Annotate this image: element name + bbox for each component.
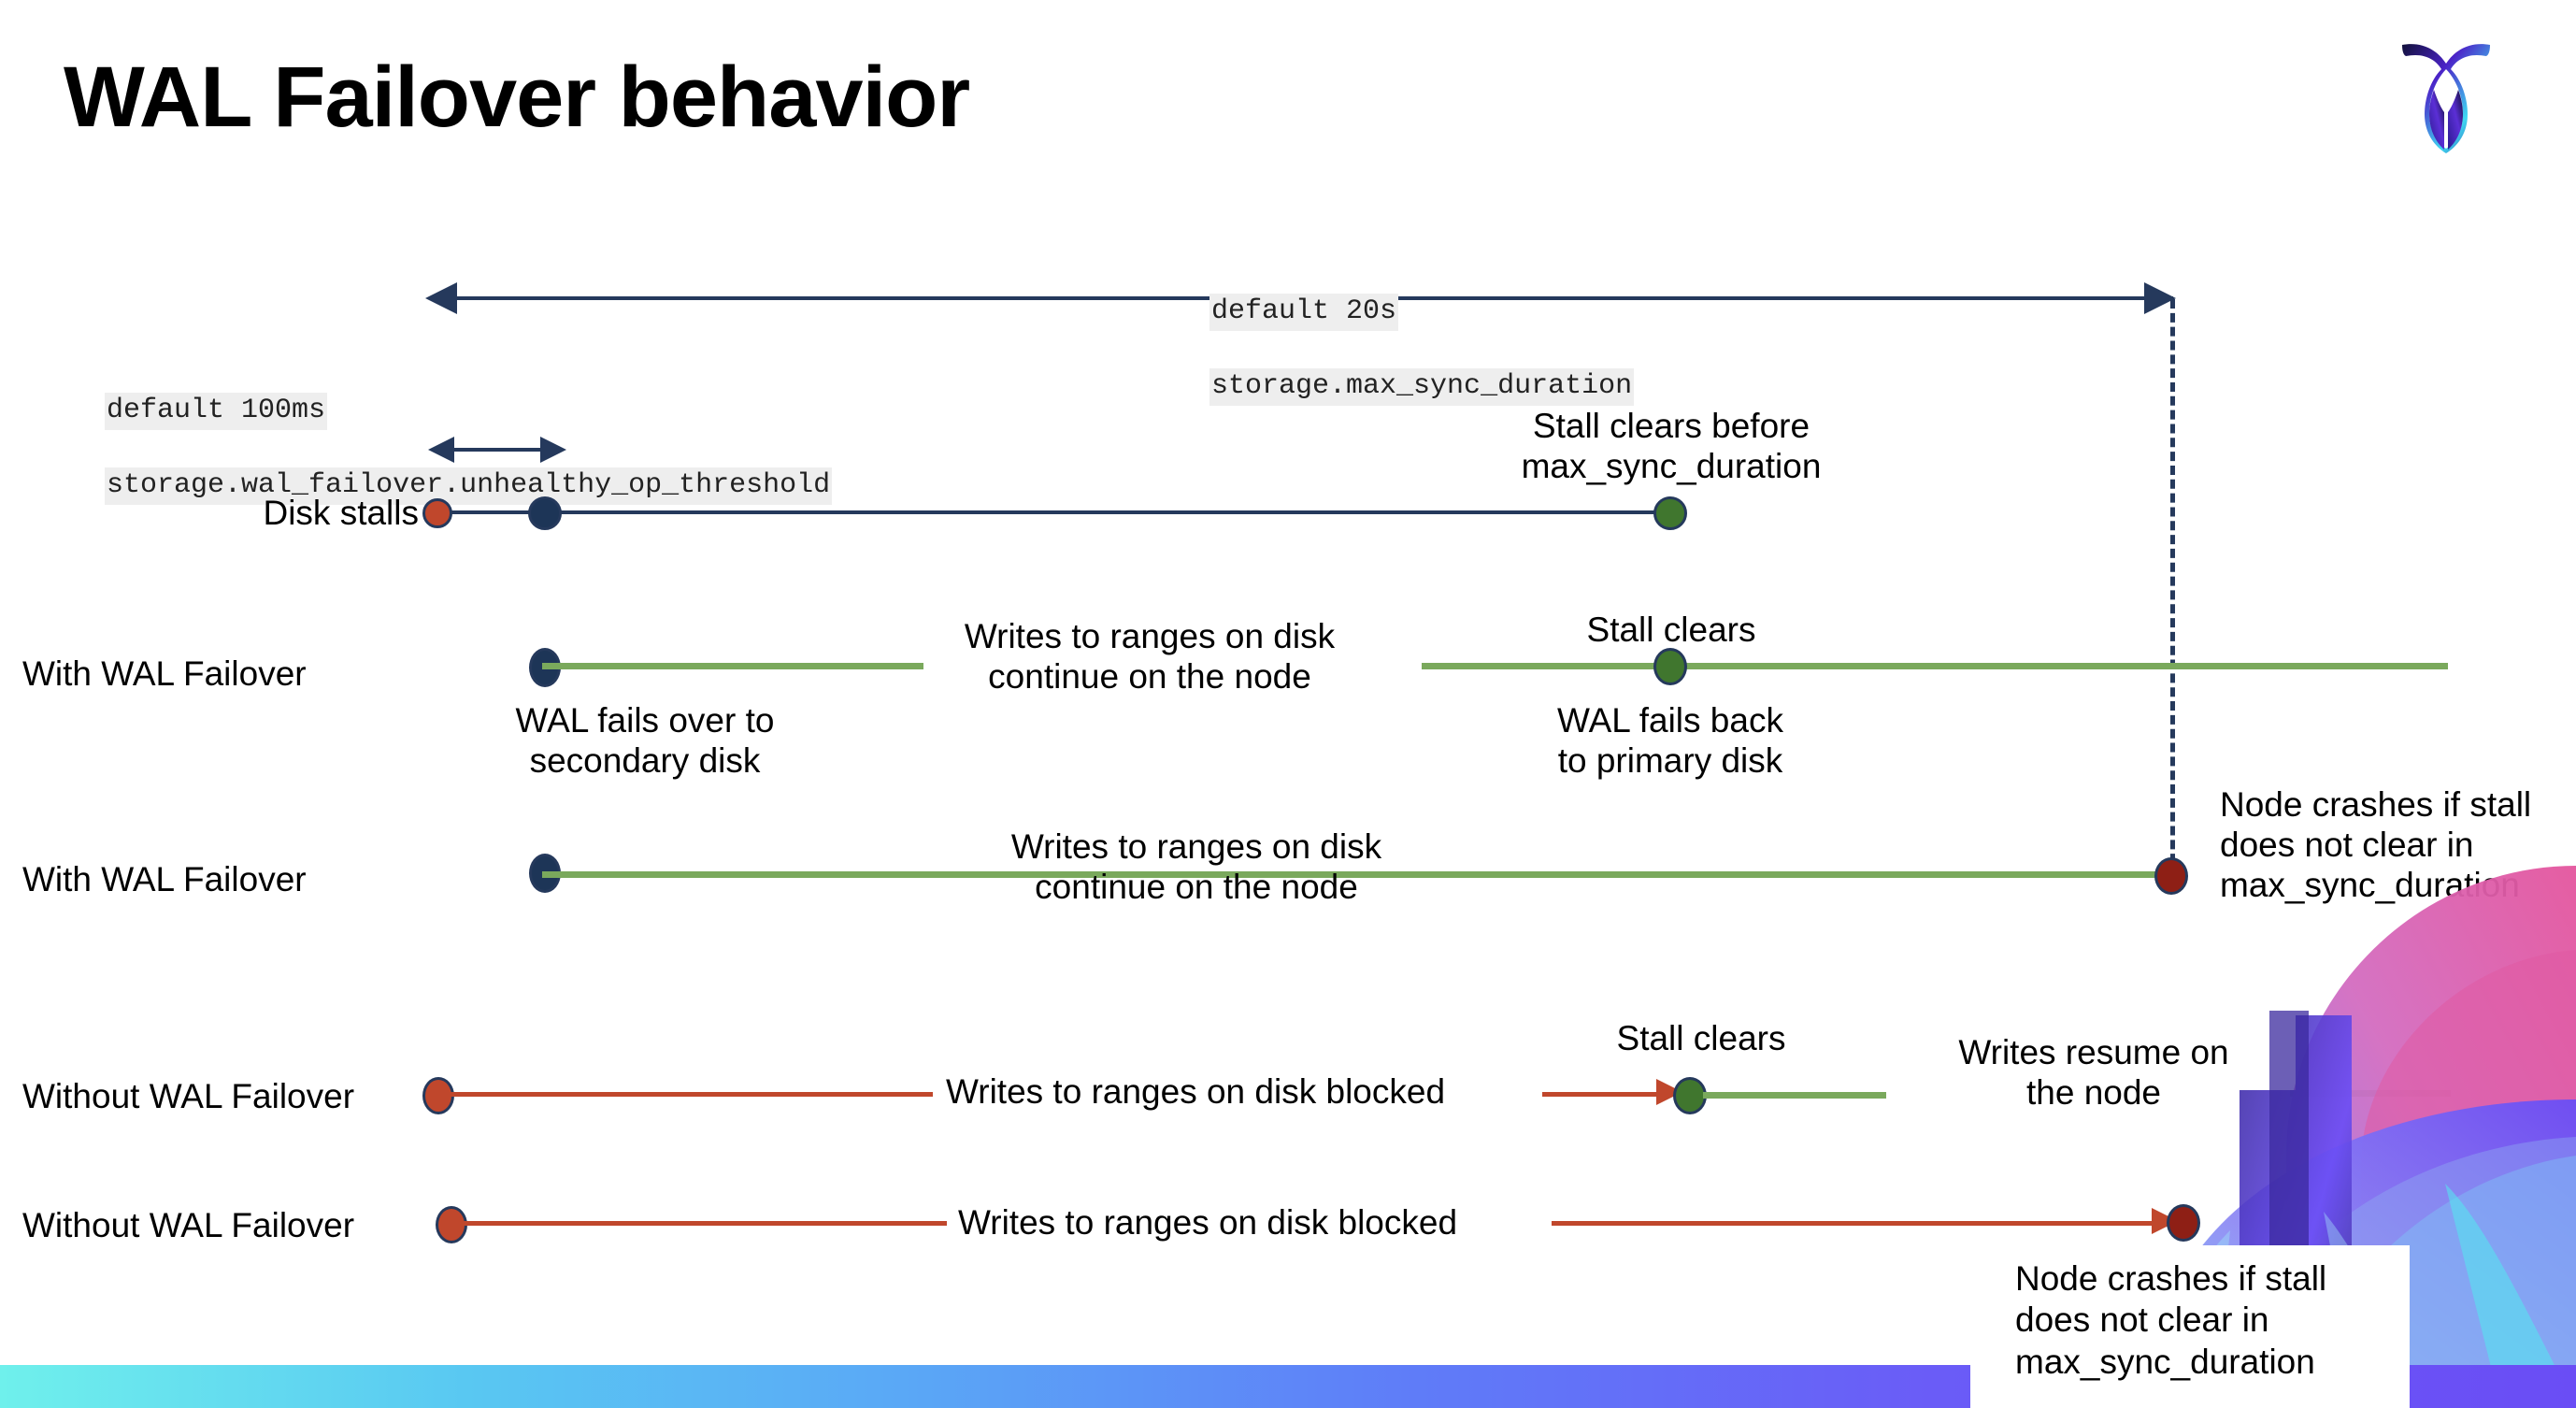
without-failover-crash-blocked-line-2: [1552, 1221, 2159, 1226]
with-failover-crash-segment-1: [542, 871, 1580, 878]
with-failover-crash-dot: [2154, 857, 2188, 895]
disk-stalls-clear-note: Stall clears before max_sync_duration: [1521, 407, 1822, 485]
disk-stall-clear-dot: [1653, 496, 1687, 530]
row-label-without-failover-crash: Without WAL Failover: [22, 1206, 355, 1244]
without-failover-resume-note: Writes resume on the node: [1958, 1033, 2229, 1112]
row-label-with-failover-crash: With WAL Failover: [22, 860, 307, 898]
unhealthy-op-threshold-setting: default 100ms storage.wal_failover.unhea…: [37, 355, 833, 541]
with-failover-clears-segment-2: [1422, 663, 2448, 669]
with-failover-crash-writes-note: Writes to ranges on disk continue on the…: [1010, 827, 1382, 906]
max-sync-deadline-guide: [2170, 299, 2175, 877]
without-failover-clears-resume-line-2: [2290, 1090, 2451, 1097]
page-title: WAL Failover behavior: [64, 50, 970, 145]
with-failover-clears-clear-dot: [1653, 648, 1687, 685]
disk-stall-failover-dot: [528, 496, 562, 530]
without-failover-clears-resume-line: [1703, 1092, 1886, 1099]
cockroachdb-logo-icon: [2385, 24, 2507, 155]
with-failover-failover-note: WAL fails over to secondary disk: [515, 701, 775, 780]
with-failover-writes-note: Writes to ranges on disk continue on the…: [964, 617, 1336, 696]
row-label-disk-stalls: Disk stalls: [263, 494, 419, 532]
without-failover-crash-blocked-note: Writes to ranges on disk blocked: [958, 1203, 1458, 1242]
without-failover-clears-clear-dot: [1673, 1077, 1707, 1114]
without-failover-crash-blocked-line-1: [453, 1221, 947, 1226]
max-sync-duration-setting: default 20s storage.max_sync_duration: [1142, 256, 1635, 442]
without-failover-clears-blocked-line-2: [1542, 1092, 1664, 1097]
with-failover-clears-segment-1: [542, 663, 923, 669]
without-failover-blocked-note: Writes to ranges on disk blocked: [946, 1072, 1446, 1111]
without-failover-crash-note: Node crashes if stall does not clear in …: [2015, 1259, 2327, 1381]
with-failover-stall-clears-label: Stall clears: [1586, 611, 1756, 649]
with-failover-crash-note: Node crashes if stall does not clear in …: [2220, 785, 2532, 904]
with-failover-crash-segment-2: [1480, 871, 2181, 878]
without-failover-crash-dot: [2167, 1204, 2200, 1242]
without-failover-crash-callout: Node crashes if stall does not clear in …: [1970, 1245, 2410, 1408]
threshold-setting-text: storage.wal_failover.unhealthy_op_thresh…: [105, 467, 833, 505]
without-failover-clears-blocked-line-1: [439, 1092, 933, 1097]
max-sync-default-text: default 20s: [1209, 293, 1399, 331]
threshold-right-arrowhead: [540, 437, 566, 463]
without-failover-stall-clears-label: Stall clears: [1616, 1019, 1786, 1057]
max-sync-left-arrowhead: [425, 282, 457, 314]
disk-stall-start-dot: [422, 498, 452, 528]
row-label-without-failover-clears: Without WAL Failover: [22, 1077, 355, 1115]
with-failover-failback-note: WAL fails back to primary disk: [1557, 701, 1783, 780]
threshold-span-line: [453, 448, 543, 452]
max-sync-setting-text: storage.max_sync_duration: [1209, 367, 1635, 406]
row-label-with-failover-clears: With WAL Failover: [22, 654, 307, 693]
threshold-default-text: default 100ms: [105, 392, 328, 430]
disk-stalls-timeline: [436, 510, 1669, 514]
threshold-left-arrowhead: [428, 437, 454, 463]
